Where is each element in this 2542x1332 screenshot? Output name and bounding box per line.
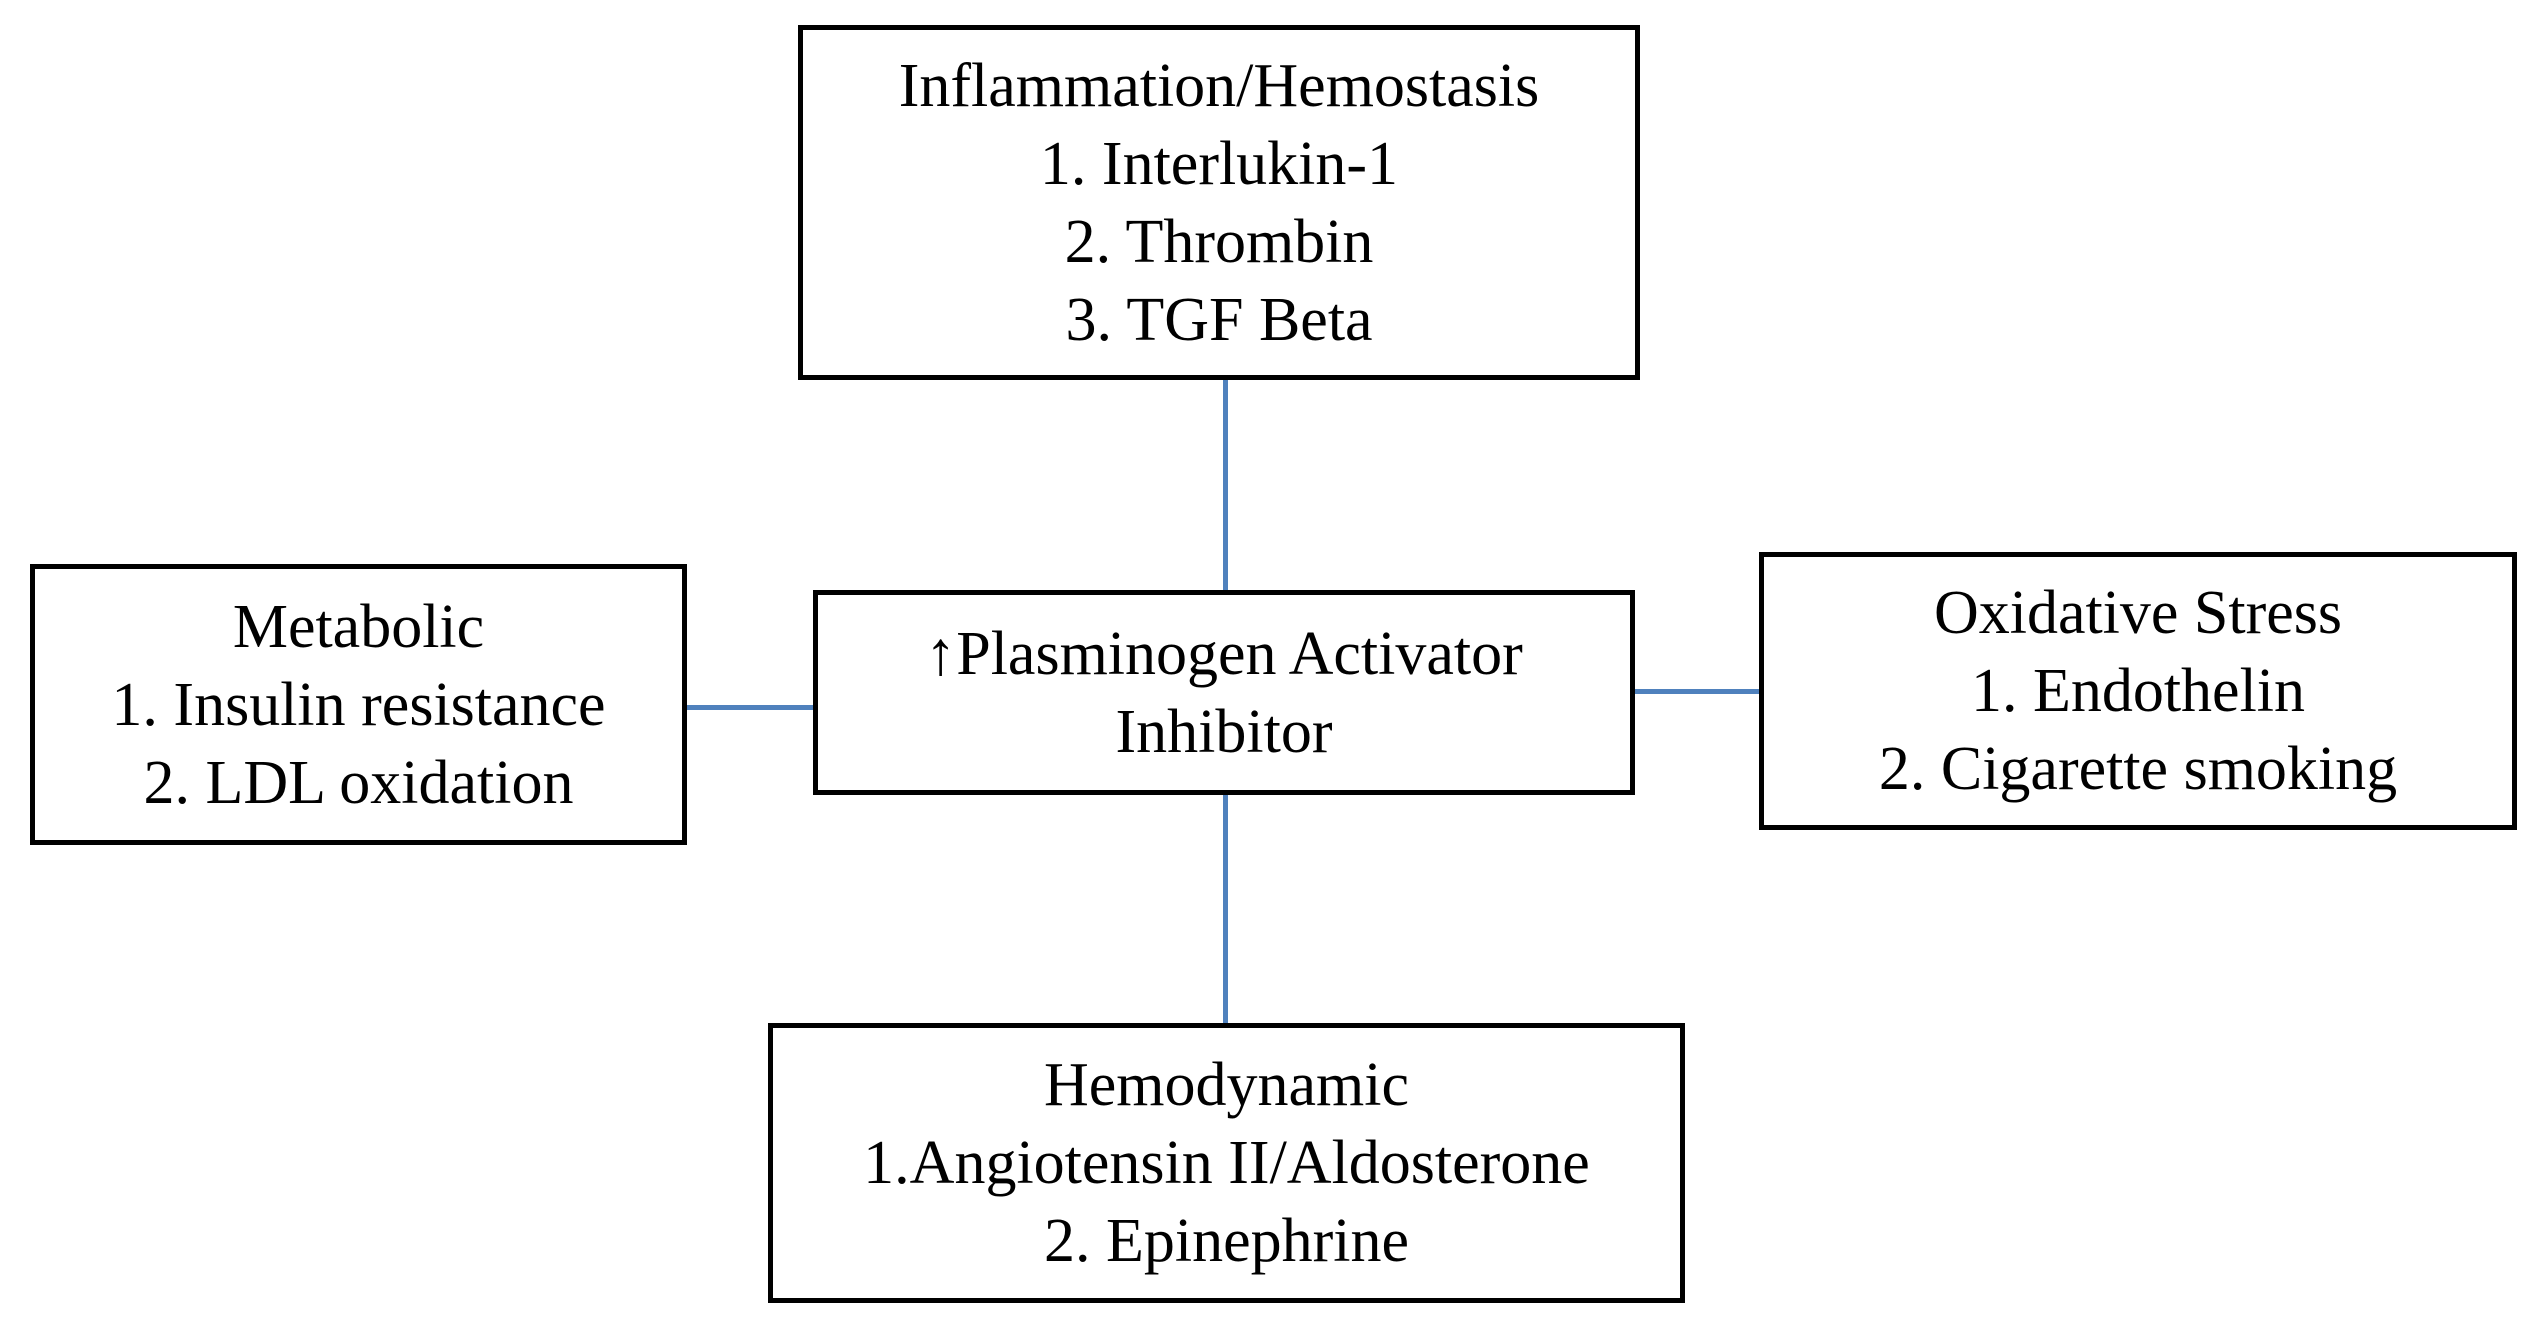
node-list-item: 3. TGF Beta (1065, 285, 1373, 354)
connector-center-to-hemodynamic (1223, 795, 1228, 1023)
node-inflammation-hemostasis: Inflammation/Hemostasis 1. Interlukin-1 … (798, 25, 1640, 380)
node-list-item: 2. Epinephrine (1043, 1207, 1409, 1275)
node-title: Oxidative Stress (1933, 579, 2343, 647)
node-list-item: 2. Cigarette smoking (1878, 735, 2398, 803)
node-list-item: 1. Interlukin-1 (1039, 129, 1399, 198)
node-metabolic: Metabolic 1. Insulin resistance 2. LDL o… (30, 564, 687, 845)
node-hemodynamic: Hemodynamic 1.Angiotensin II/Aldosterone… (768, 1023, 1685, 1303)
node-list-item: 1. Endothelin (1970, 657, 2306, 725)
node-oxidative-stress: Oxidative Stress 1. Endothelin 2. Cigare… (1759, 552, 2517, 830)
node-title: Hemodynamic (1043, 1051, 1409, 1119)
connector-center-to-oxidative (1635, 689, 1759, 694)
node-list-item: 1. Insulin resistance (111, 670, 606, 739)
node-list-item: 2. Thrombin (1064, 207, 1374, 276)
node-plasminogen-activator-inhibitor: ↑Plasminogen Activator Inhibitor (813, 590, 1635, 795)
node-title: Inflammation/Hemostasis (898, 51, 1540, 120)
node-title: ↑Plasminogen Activator Inhibitor (925, 619, 1523, 766)
connector-metabolic-to-center (687, 705, 813, 710)
node-title: Metabolic (232, 592, 485, 661)
node-list-item: 1.Angiotensin II/Aldosterone (863, 1129, 1590, 1197)
connector-inflammation-to-center (1223, 380, 1228, 590)
node-list-item: 2. LDL oxidation (143, 748, 574, 817)
